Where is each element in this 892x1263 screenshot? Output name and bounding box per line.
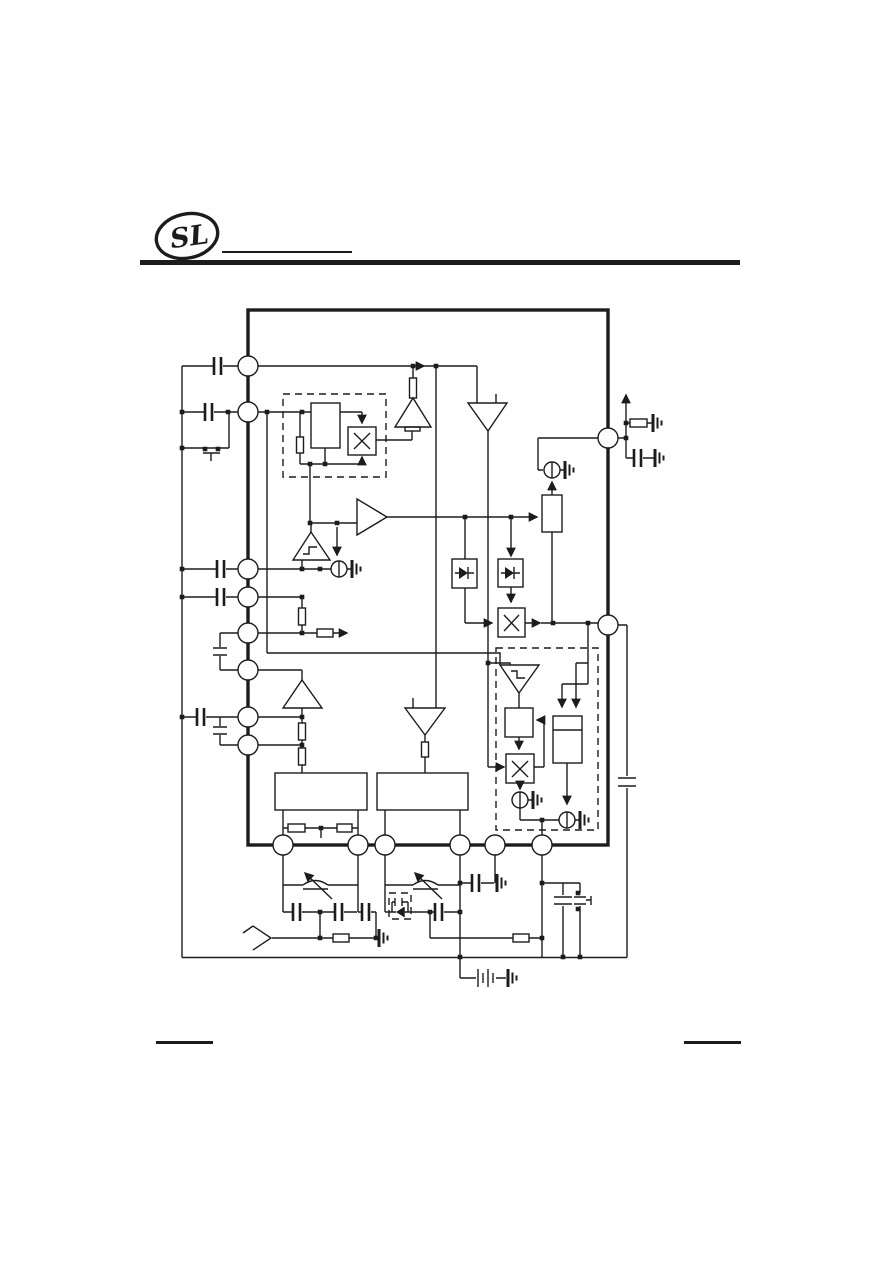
- sub-block-tall: [552, 715, 583, 764]
- amplifier-down: [466, 402, 509, 433]
- electrolytic-capacitor: [554, 896, 572, 905]
- amplifier-right: [356, 497, 389, 537]
- logo-text: SL: [168, 219, 210, 255]
- junction-dots: [179, 363, 629, 960]
- variable-capacitor: [302, 879, 329, 890]
- logo-ellipse: [154, 211, 220, 261]
- bridge-capacitor-2: [213, 717, 238, 746]
- limiter-amplifier-down: [498, 664, 541, 695]
- variable-capacitor: [412, 879, 439, 890]
- resistor: [512, 933, 530, 943]
- resistor: [420, 741, 430, 758]
- left-pin-capacitors: [182, 558, 238, 746]
- amplifier-up: [393, 396, 433, 428]
- oscillator-block: [310, 402, 341, 449]
- vendor-logo: SL: [150, 208, 226, 266]
- resistor: [297, 747, 307, 766]
- amplifier-down: [403, 707, 447, 737]
- resistor: [287, 823, 306, 833]
- resistor: [629, 418, 648, 428]
- limiter-agc-stage: [258, 464, 537, 580]
- trimmer-capacitor: [574, 883, 592, 957]
- lower-function-blocks: [274, 698, 469, 838]
- pin-circles: [237, 355, 619, 856]
- resistor: [332, 933, 350, 943]
- front-end-dashed-block: [258, 393, 501, 665]
- bridge-capacitor: [213, 632, 238, 671]
- bottom-right-network: [459, 855, 592, 989]
- resistor: [295, 436, 305, 454]
- varactor-diode: [396, 907, 404, 917]
- resistor: [316, 628, 334, 638]
- if-block-2: [376, 772, 469, 811]
- amplifier-up: [281, 678, 324, 709]
- sub-block: [504, 707, 534, 738]
- tuning-network-1: [242, 855, 389, 951]
- logo-underline: [222, 251, 352, 253]
- resistor: [297, 722, 307, 741]
- resistor: [336, 823, 353, 833]
- external-rails: [181, 366, 636, 959]
- right-pin1-network: [618, 395, 665, 469]
- resistor: [297, 607, 307, 626]
- resistor: [408, 377, 418, 399]
- antenna-input: [242, 925, 319, 951]
- top-rail-and-amplifiers: [258, 361, 510, 767]
- resonator: [203, 452, 220, 461]
- demodulator-dashed-block: [495, 623, 599, 835]
- detector-blocks: [451, 437, 598, 638]
- if-block-1: [274, 772, 368, 811]
- header-rule: [140, 260, 740, 265]
- footer-rule-right: [684, 1041, 741, 1044]
- gain-block: [541, 494, 563, 533]
- limiter-amplifier: [291, 530, 332, 561]
- tuning-network-2: [384, 855, 542, 957]
- top-left-input-network: [182, 355, 238, 461]
- battery: [482, 973, 494, 983]
- footer-rule-left: [156, 1041, 213, 1044]
